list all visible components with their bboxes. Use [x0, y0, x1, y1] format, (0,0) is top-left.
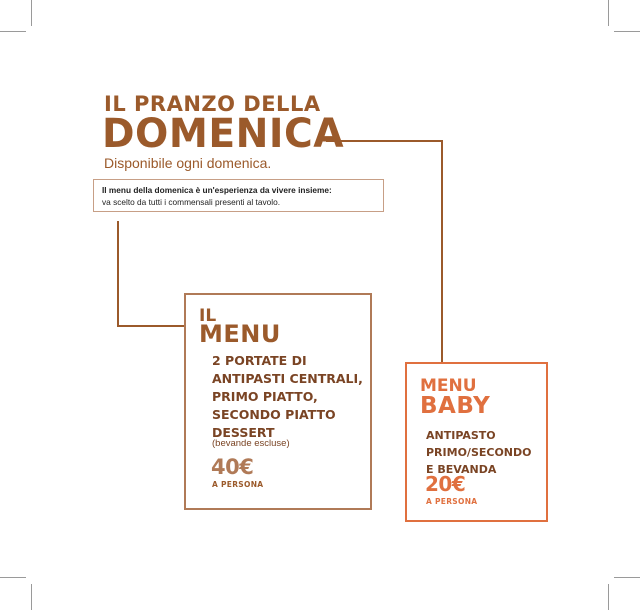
crop-mark: [608, 584, 609, 610]
info-text-regular: va scelto da tutti i commensali presenti…: [102, 197, 281, 207]
baby-price: 20€: [425, 472, 466, 496]
baby-items: ANTIPASTO PRIMO/SECONDO E BEVANDA: [426, 427, 532, 478]
page-title: DOMENICA: [102, 111, 345, 157]
menu-item: 2 PORTATE DI: [212, 353, 307, 368]
baby-item: ANTIPASTO: [426, 429, 496, 442]
info-text-bold: Il menu della domenica è un'esperienza d…: [102, 185, 332, 195]
crop-mark: [614, 577, 640, 578]
info-text: Il menu della domenica è un'esperienza d…: [102, 184, 332, 208]
connector-line: [117, 325, 185, 327]
info-box: Il menu della domenica è un'esperienza d…: [93, 179, 384, 212]
menu-label-small: IL: [199, 306, 217, 326]
baby-label-big: BABY: [420, 393, 491, 419]
crop-mark: [31, 0, 32, 26]
menu-item: ANTIPASTI CENTRALI,: [212, 371, 363, 386]
menu-note: (bevande escluse): [212, 438, 290, 449]
crop-mark: [31, 584, 32, 610]
connector-line: [326, 140, 442, 142]
connector-line: [441, 140, 443, 363]
menu-card: [184, 293, 372, 510]
menu-price: 40€: [211, 455, 254, 479]
crop-mark: [0, 577, 26, 578]
crop-mark: [614, 31, 640, 32]
title-small: IL PRANZO DELLA: [104, 92, 321, 116]
crop-mark: [608, 0, 609, 26]
menu-label-big: MENU: [199, 320, 281, 348]
menu-item: PRIMO PIATTO,: [212, 389, 318, 404]
baby-menu-card: [405, 362, 548, 522]
menu-item: DESSERT: [212, 425, 275, 440]
menu-per-person: A PERSONA: [212, 480, 264, 489]
baby-label-small: MENU: [420, 376, 477, 396]
baby-item: PRIMO/SECONDO: [426, 446, 532, 459]
baby-item: E BEVANDA: [426, 463, 497, 476]
menu-items: 2 PORTATE DI ANTIPASTI CENTRALI, PRIMO P…: [212, 352, 363, 442]
baby-per-person: A PERSONA: [426, 497, 478, 506]
subtitle: Disponibile ogni domenica.: [104, 155, 272, 171]
menu-item: SECONDO PIATTO: [212, 407, 336, 422]
crop-mark: [0, 31, 26, 32]
connector-line: [117, 221, 119, 327]
